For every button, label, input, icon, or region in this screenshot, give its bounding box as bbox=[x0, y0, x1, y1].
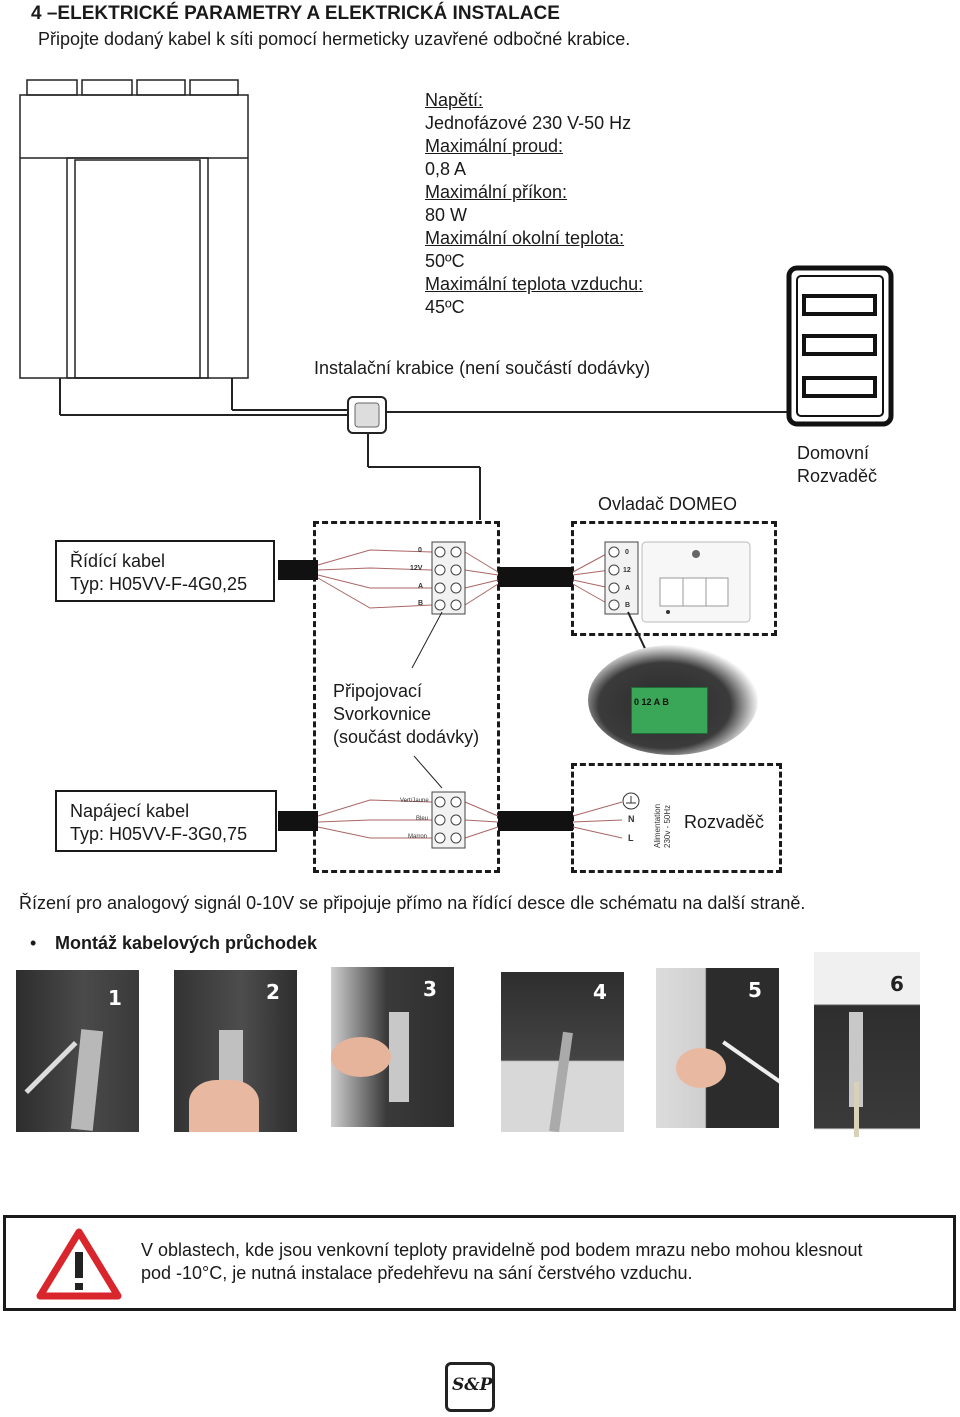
bullet-dot: • bbox=[30, 933, 37, 953]
step-photo-4: 4 bbox=[501, 972, 624, 1132]
spec-label: Maximální okolní teplota: bbox=[425, 228, 625, 248]
supply-label: N bbox=[628, 814, 635, 824]
spec-label: Napětí: bbox=[425, 90, 484, 110]
power-cable-box: Napájecí kabel Typ: H05VV-F-3G0,75 bbox=[55, 790, 277, 852]
spec-value: 0,8 A bbox=[425, 159, 467, 179]
terminal-label: Vert/Jaune bbox=[400, 798, 429, 804]
label-line: Domovní bbox=[797, 443, 870, 463]
warning-line: pod -10°C, je nutná instalace předehřevu… bbox=[141, 1263, 693, 1283]
step-number: 5 bbox=[748, 978, 762, 1002]
power-terminal-icon bbox=[431, 791, 466, 849]
terminal-label: Bleu bbox=[416, 816, 428, 822]
ground-symbol-icon bbox=[622, 792, 640, 810]
step-photo-2: 2 bbox=[174, 970, 297, 1132]
label-line: Svorkovnice bbox=[333, 704, 432, 724]
section-title: 4 –ELEKTRICKÉ PARAMETRY A ELEKTRICKÁ INS… bbox=[31, 3, 560, 24]
label-line: Řídící kabel bbox=[70, 551, 166, 571]
spec-label: Maximální příkon: bbox=[425, 182, 568, 202]
step-photo-1: 1 bbox=[16, 970, 139, 1132]
terminal-label: B bbox=[418, 600, 423, 607]
controller-label: Ovladač DOMEO bbox=[598, 494, 738, 514]
spec-list: Napětí: Jednofázové 230 V-50 Hz Maximáln… bbox=[425, 89, 643, 319]
controller-device-icon bbox=[641, 541, 751, 623]
junction-box-label: Instalační krabice (není součástí dodávk… bbox=[314, 358, 651, 378]
terminal-label: 12V bbox=[410, 565, 423, 572]
connector-photo: 0 12 A B bbox=[588, 645, 758, 755]
supply-label: L bbox=[628, 833, 634, 843]
distribution-board-icon bbox=[786, 265, 894, 427]
terminal-label: A bbox=[625, 585, 630, 592]
connector-labels: 0 12 A B bbox=[634, 697, 669, 707]
board-label: Rozvaděč bbox=[684, 812, 765, 832]
control-terminal-icon bbox=[431, 541, 466, 615]
section-subtitle: Připojte dodaný kabel k síti pomocí herm… bbox=[38, 29, 631, 49]
supply-text: 230v - 50Hz bbox=[663, 805, 672, 848]
control-cable-box: Řídící kabel Typ: H05VV-F-4G0,25 bbox=[55, 540, 275, 602]
logo-text: S&P bbox=[452, 1375, 493, 1395]
terminal-wiring: 0 12V A B 0 12 A B bbox=[278, 541, 751, 849]
spec-value: 45ºC bbox=[425, 297, 465, 317]
controller-terminal-icon bbox=[604, 541, 639, 615]
terminal-label: 12 bbox=[623, 567, 631, 574]
label-line: Připojovací bbox=[333, 681, 423, 701]
spec-label: Maximální teplota vzduchu: bbox=[425, 274, 644, 294]
step-number: 3 bbox=[423, 977, 437, 1001]
supply-text: Alimentation bbox=[653, 804, 662, 848]
spec-value: Jednofázové 230 V-50 Hz bbox=[425, 113, 632, 133]
step-photo-5: 5 bbox=[656, 968, 779, 1128]
terminal-block-outline bbox=[313, 521, 500, 873]
step-number: 1 bbox=[108, 986, 122, 1010]
step-photo-6: 6 bbox=[814, 952, 920, 1137]
terminal-label: Marron bbox=[408, 834, 427, 840]
distribution-board-label: Domovní Rozvaděč bbox=[797, 442, 877, 488]
label-line: Typ: H05VV-F-3G0,75 bbox=[70, 824, 248, 844]
terminal-label: 0 bbox=[625, 549, 629, 556]
junction-box-icon bbox=[347, 396, 387, 434]
spec-value: 50ºC bbox=[425, 251, 465, 271]
warning-line: V oblastech, kde jsou venkovní teploty p… bbox=[141, 1240, 863, 1260]
green-connector bbox=[631, 687, 708, 734]
analog-note: Řízení pro analogový signál 0-10V se při… bbox=[19, 893, 806, 913]
spec-label: Maximální proud: bbox=[425, 136, 564, 156]
warning-triangle-icon bbox=[36, 1228, 122, 1300]
terminals-label: Připojovací Svorkovnice (součást dodávky… bbox=[333, 680, 479, 749]
step-photo-3: 3 bbox=[331, 967, 454, 1127]
label-line: (součást dodávky) bbox=[333, 727, 480, 747]
terminal-label: 0 bbox=[418, 547, 422, 554]
terminal-label: A bbox=[418, 583, 423, 590]
label-line: Rozvaděč bbox=[797, 466, 878, 486]
step-number: 4 bbox=[593, 980, 607, 1004]
step-number: 6 bbox=[890, 972, 904, 996]
warning-box: V oblastech, kde jsou venkovní teploty p… bbox=[3, 1215, 956, 1311]
spec-value: 80 W bbox=[425, 205, 468, 225]
bullet-heading: Montáž kabelových průchodek bbox=[55, 933, 318, 953]
brand-logo: S&P bbox=[445, 1362, 495, 1412]
unit-wiring-drawing bbox=[19, 79, 894, 520]
step-number: 2 bbox=[266, 980, 280, 1004]
label-line: Napájecí kabel bbox=[70, 801, 190, 821]
terminal-label: B bbox=[625, 602, 630, 609]
label-line: Typ: H05VV-F-4G0,25 bbox=[70, 574, 248, 594]
